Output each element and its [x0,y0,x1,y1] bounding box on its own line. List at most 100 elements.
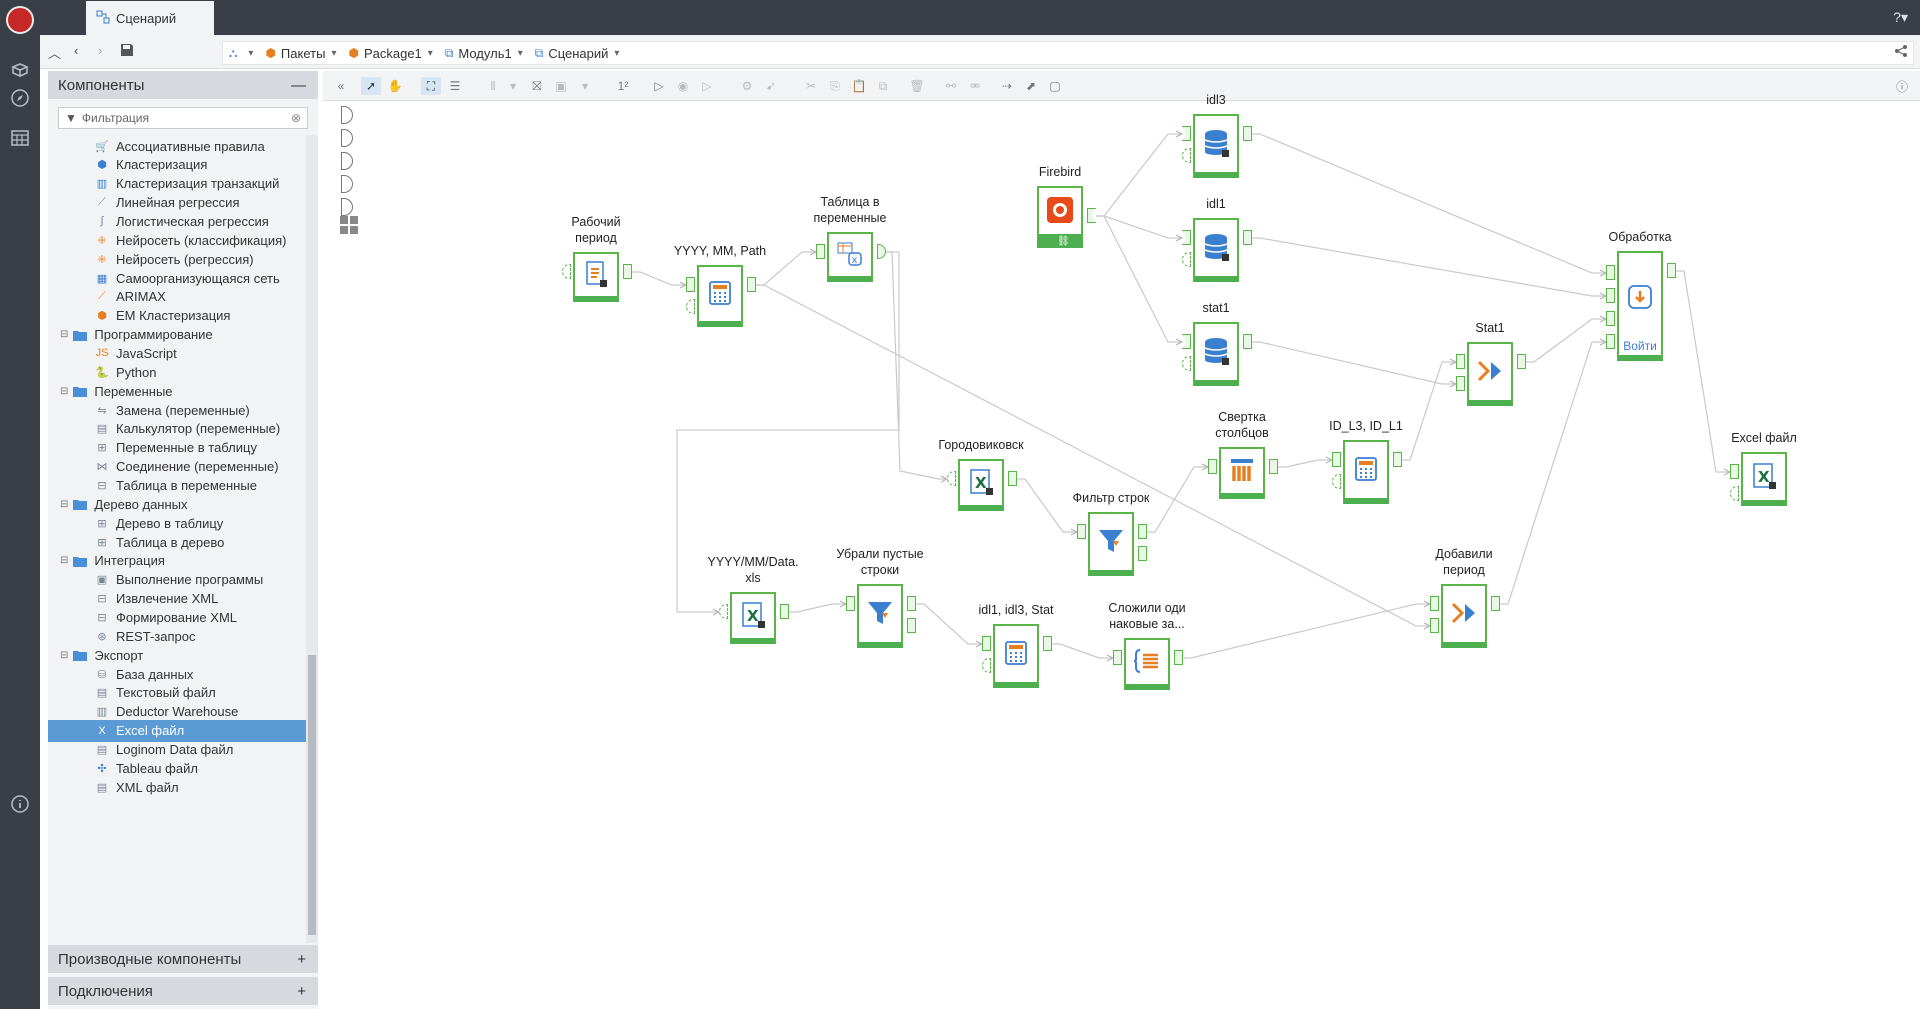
enter-link[interactable]: Войти [1623,339,1657,353]
export-arrow-icon[interactable]: ⬈ [1025,79,1037,93]
output-port[interactable] [1174,650,1183,665]
output-port[interactable] [747,277,756,292]
derived-components-header[interactable]: Производные компоненты + [48,945,318,973]
back-icon[interactable]: ‹ [74,43,79,58]
tree-scrollbar[interactable] [306,135,318,943]
workflow-node[interactable]: X [730,592,776,644]
save-icon[interactable] [120,43,134,60]
input-port[interactable] [1606,265,1615,280]
clear-icon[interactable]: ⊗ [290,111,301,125]
collapse-toggle-icon[interactable]: ⊟ [60,555,69,567]
tree-item[interactable]: ⊞Переменные в таблицу [94,437,257,459]
duplicate-icon[interactable]: ⧉ [878,78,888,93]
info-icon[interactable]: ⓘ [1895,79,1908,94]
collapse-toggle-icon[interactable]: ⊟ [60,329,69,341]
input-port[interactable] [1182,252,1191,267]
pan-tool-icon[interactable]: ✋ [387,79,403,93]
tree-folder[interactable]: ⊟Дерево данных [60,493,188,515]
tree-item[interactable]: ⊞Дерево в таблицу [94,512,223,534]
output-port[interactable] [1393,452,1402,467]
chevron-down-icon[interactable]: ▾ [509,79,517,93]
output-port[interactable] [907,618,916,633]
input-port[interactable] [1730,464,1739,479]
output-port[interactable] [780,604,789,619]
expand-icon[interactable]: + [297,950,306,968]
tree-item[interactable]: ▤XML файл [94,776,179,798]
grid-toggle-icon[interactable] [340,216,358,234]
input-port[interactable] [816,244,825,259]
align-icon[interactable]: ⫴ [490,78,496,93]
tree-item[interactable]: ⊟Таблица в переменные [94,474,257,496]
tree-item[interactable]: ⊟Извлечение XML [94,588,218,610]
tree-item[interactable]: 🐍Python [94,361,156,383]
breadcrumb-scenario[interactable]: ⧉Сценарий▾ [535,46,620,61]
input-port[interactable] [947,471,956,486]
tree-item[interactable]: ⟋Линейная регрессия [94,192,239,214]
wizard-icon[interactable]: ➹ [765,79,777,93]
tree-item[interactable]: ⬢EM Кластеризация [94,305,230,327]
output-port[interactable] [907,596,916,611]
tree-item[interactable]: ⬢Кластеризация [94,154,207,176]
workflow-node[interactable] [1193,218,1239,282]
workflow-node[interactable] [1219,447,1265,499]
workflow-node[interactable] [857,584,903,648]
input-port[interactable] [686,277,695,292]
tree-item[interactable]: ▤Loginom Data файл [94,739,234,761]
cut-icon[interactable]: ✂ [805,79,817,93]
layout-icon[interactable]: ⛝ [532,78,542,93]
tree-item[interactable]: ⋈Соединение (переменные) [94,456,279,478]
input-port[interactable] [1182,356,1191,371]
input-port[interactable] [719,604,728,619]
breadcrumb-root[interactable]: ⛬▾ [229,46,253,61]
output-port[interactable] [1269,459,1278,474]
output-port[interactable] [1667,263,1676,278]
workflow-node[interactable] [993,624,1039,688]
input-port[interactable] [1430,618,1439,633]
tree-folder[interactable]: ⊟Программирование [60,324,213,346]
tree-item[interactable]: ▣Выполнение программы [94,569,263,591]
input-port[interactable] [562,264,571,279]
numbering-icon[interactable]: 1² [617,79,629,93]
output-port[interactable] [623,264,632,279]
components-header[interactable]: Компоненты — [48,71,318,99]
input-port[interactable] [982,658,991,673]
help-icon[interactable]: ?▾ [1893,9,1908,25]
input-port[interactable] [1456,354,1465,369]
input-port[interactable] [1332,474,1341,489]
input-port[interactable] [1606,334,1615,349]
input-port[interactable] [982,636,991,651]
output-port[interactable] [1008,471,1017,486]
tree-item[interactable]: ▦Самоорганизующаяся сеть [94,267,280,289]
input-port[interactable] [1208,459,1217,474]
connect-icon[interactable]: ⇢ [1001,79,1013,93]
tree-item[interactable]: ⁜Нейросеть (регрессия) [94,248,253,270]
group-icon[interactable]: ▣ [555,79,567,93]
tree-folder[interactable]: ⊟Экспорт [60,644,143,666]
select-tool-icon[interactable]: ➚ [361,77,381,95]
workflow-node[interactable]: Войти [1617,251,1663,361]
scrollbar-thumb[interactable] [308,655,316,935]
tree-item[interactable]: ▥Кластеризация транзакций [94,173,280,195]
output-port[interactable] [1491,596,1500,611]
input-port[interactable] [1430,596,1439,611]
delete-icon[interactable]: 🗑 [909,79,925,93]
tab-scenario[interactable]: Сценарий [86,1,214,35]
paste-icon[interactable]: 📋 [851,79,867,93]
workflow-node[interactable] [1343,440,1389,504]
workflow-node[interactable] [1467,342,1513,406]
list-view-icon[interactable]: ☰ [449,79,461,93]
share-icon[interactable] [1894,44,1908,61]
output-port[interactable] [1517,354,1526,369]
collapse-toggle-icon[interactable]: ⊟ [60,498,69,510]
copy-icon[interactable]: ⎘ [830,78,840,93]
table-icon[interactable] [8,126,32,150]
tree-item[interactable]: ⊛REST-запрос [94,625,195,647]
output-port[interactable] [1243,230,1252,245]
stop-icon[interactable]: ◉ [677,79,689,93]
output-port[interactable] [1138,524,1147,539]
input-port[interactable] [1730,486,1739,501]
output-port[interactable] [1243,334,1252,349]
